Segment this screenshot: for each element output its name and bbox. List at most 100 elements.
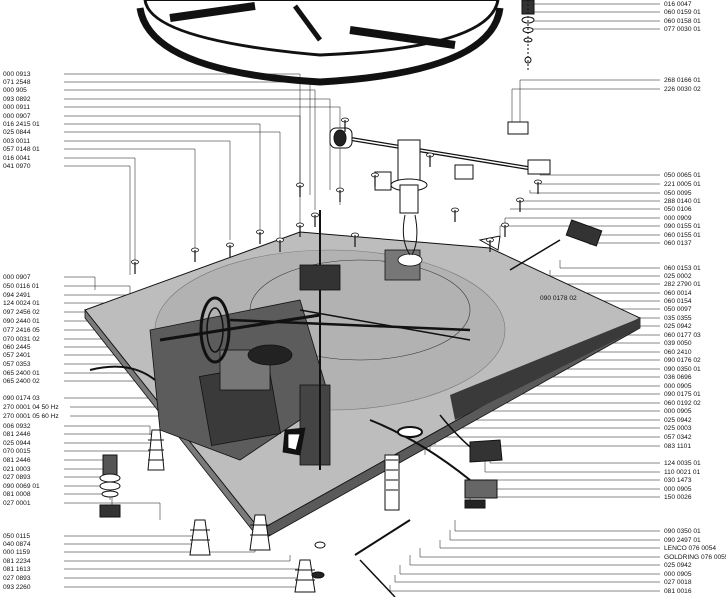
part-label: 025 0942 xyxy=(664,417,692,424)
part-label: 070 0031 02 xyxy=(3,336,40,343)
part-label: 050 0065 01 xyxy=(664,172,701,179)
part-label: 025 0003 xyxy=(664,425,692,432)
part-label: 081 2446 xyxy=(3,457,31,464)
part-label: 077 2416 05 xyxy=(3,327,40,334)
part-label: 016 2415 01 xyxy=(3,121,40,128)
part-label: 036 0696 xyxy=(664,374,692,381)
part-label: 090 0350 01 xyxy=(664,366,701,373)
part-label: 288 0140 01 xyxy=(664,198,701,205)
part-label: 041 0970 xyxy=(3,163,31,170)
part-label: 000 0905 xyxy=(664,383,692,390)
screw xyxy=(351,232,359,247)
part-label: 027 0018 xyxy=(664,579,692,586)
part-label: 060 0014 xyxy=(664,290,692,297)
part-label: 027 0001 xyxy=(3,500,31,507)
part-label: 060 0155 01 xyxy=(664,232,701,239)
part-label: 060 0154 xyxy=(664,298,692,305)
screw xyxy=(226,242,234,257)
part-label: 000 0905 xyxy=(664,408,692,415)
part-label: 124 0035 01 xyxy=(664,460,701,467)
part-label: 016 0041 xyxy=(3,155,31,162)
screw xyxy=(371,172,379,187)
part-label: 000 905 xyxy=(3,87,27,94)
part-label: 081 1613 xyxy=(3,566,31,573)
part-label: 081 2234 xyxy=(3,558,31,565)
part-label: 000 0905 xyxy=(664,486,692,493)
screws xyxy=(131,117,542,274)
part-label: 027 0893 xyxy=(3,575,31,582)
part-label: 025 0942 xyxy=(664,323,692,330)
part-label: 057 0342 xyxy=(664,434,692,441)
part-label: 124 0024 01 xyxy=(3,300,40,307)
screw xyxy=(426,152,434,167)
screw xyxy=(501,222,509,237)
part-label: 025 0002 xyxy=(664,273,692,280)
part-label: 270 0001 04 50 Hz xyxy=(3,404,59,411)
part-label: 050 0106 xyxy=(664,206,692,213)
part-label: 050 0097 xyxy=(664,306,692,313)
part-label: 000 0907 xyxy=(3,274,31,281)
screw xyxy=(296,222,304,237)
part-label: 039 0050 xyxy=(664,340,692,347)
part-label: 025 0942 xyxy=(664,562,692,569)
part-label: 268 0166 01 xyxy=(664,77,701,84)
part-label: 006 0932 xyxy=(3,423,31,430)
screw xyxy=(451,207,459,222)
part-label: 282 2790 01 xyxy=(664,281,701,288)
screw xyxy=(486,237,494,252)
part-label: 027 0893 xyxy=(3,474,31,481)
part-label: 060 0159 01 xyxy=(664,9,701,16)
part-label: 060 2445 xyxy=(3,344,31,351)
screw xyxy=(341,117,349,132)
part-label: 081 2446 xyxy=(3,431,31,438)
motor-assembly xyxy=(89,210,481,481)
part-label: 270 0001 05 60 Hz xyxy=(3,413,59,420)
part-label: 090 0069 01 xyxy=(3,483,40,490)
part-label: 221 0005 01 xyxy=(664,181,701,188)
spindle-parts xyxy=(521,0,535,70)
part-label: 093 0892 xyxy=(3,96,31,103)
screw xyxy=(534,179,542,194)
part-label: 030 1473 xyxy=(664,477,692,484)
part-label: 025 0944 xyxy=(3,440,31,447)
part-label: 057 0148 01 xyxy=(3,146,40,153)
part-label: 070 0015 xyxy=(3,448,31,455)
part-label: 040 0874 xyxy=(3,541,31,548)
part-label: 065 2400 02 xyxy=(3,378,40,385)
part-label: LENCO 076 0054 xyxy=(664,545,716,552)
part-label: 060 0158 01 xyxy=(664,18,701,25)
part-label: 050 0115 xyxy=(3,533,30,540)
tonearm xyxy=(329,121,603,271)
part-label: 090 0350 01 xyxy=(664,528,701,535)
part-label: 000 0913 xyxy=(3,71,31,78)
part-label: 083 1101 xyxy=(664,443,691,450)
part-label: 000 0909 xyxy=(664,215,692,222)
part-label: 226 0030 02 xyxy=(664,86,701,93)
part-label: GOLDRING 076 0055 xyxy=(664,554,726,561)
part-label: 090 0176 02 xyxy=(664,357,701,364)
cartridge-parts xyxy=(354,426,503,597)
part-label: 097 2456 02 xyxy=(3,309,40,316)
springs-and-feet xyxy=(99,429,326,593)
screw xyxy=(296,182,304,197)
screw xyxy=(276,237,284,252)
part-label: 150 0026 xyxy=(664,494,692,501)
part-label: 094 2491 xyxy=(3,292,31,299)
part-label: 090 2440 01 xyxy=(3,318,40,325)
part-label: 000 1159 xyxy=(3,549,30,556)
screw xyxy=(336,187,344,202)
part-label: 025 0844 xyxy=(3,129,31,136)
screw xyxy=(311,212,319,227)
part-label: 050 0116 01 xyxy=(3,283,40,290)
part-label: 060 0192 02 xyxy=(664,400,701,407)
part-label: 081 0008 xyxy=(3,491,31,498)
part-label: 093 2260 xyxy=(3,584,31,591)
part-label: 081 0016 xyxy=(664,588,692,595)
screw xyxy=(191,247,199,262)
part-label: 050 0095 xyxy=(664,190,692,197)
screw xyxy=(256,229,264,244)
